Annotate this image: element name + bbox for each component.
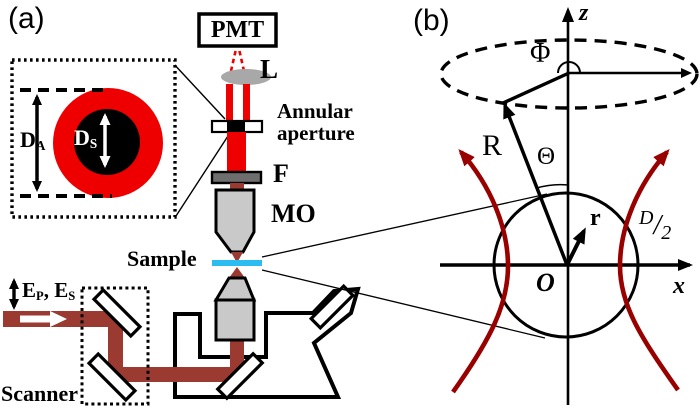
sphere-radius-label: R (482, 129, 503, 162)
theta-angle-arc (536, 183, 569, 189)
scanner-label: Scanner (1, 381, 78, 406)
scanner-vertical-beam (108, 316, 123, 376)
aperture-label-line2: aperture (277, 121, 355, 145)
origin-label: O (536, 268, 555, 297)
beam-edge-right-arrow (617, 148, 680, 392)
es-base: , E (43, 278, 69, 302)
beam-direction-arrow-icon (20, 311, 67, 327)
ds-sub: S (89, 135, 98, 151)
x-axis-label: x (673, 273, 685, 299)
aperture-label-line1: Annular (277, 99, 353, 123)
input-beam-label: EP, ES (22, 278, 76, 303)
pmt-label: PMT (210, 17, 265, 43)
magnification-line-lower (261, 269, 546, 339)
annular-beam-right (243, 84, 250, 122)
panel-a-label: (a) (8, 2, 45, 35)
panel-b-label: (b) (413, 4, 450, 37)
pmt-box (197, 12, 278, 48)
d2-numerator: D (639, 207, 654, 229)
filter-label: F (273, 159, 289, 188)
outer-diameter-label: DA (20, 127, 46, 153)
d2-slash: / (653, 210, 662, 241)
lens-label: L (260, 54, 279, 84)
projection-line (502, 71, 570, 105)
inner-diameter-label: DS (74, 125, 98, 151)
z-axis-label: z (579, 0, 589, 26)
da-base: D (20, 127, 36, 152)
filter (210, 170, 263, 185)
annular-beam-left (226, 84, 233, 122)
sample-label: Sample (127, 246, 197, 271)
focus-cone-upper (231, 252, 243, 263)
signal-beam (227, 132, 246, 173)
inset-pointer-line-bottom (175, 135, 229, 217)
position-vector-label: r (590, 205, 601, 231)
ep-base: E (22, 278, 37, 302)
d2-denominator: 2 (661, 222, 672, 244)
scanner-mirror-top (91, 287, 143, 339)
da-sub: A (35, 137, 46, 153)
focused-beam-dashed-left (229, 48, 238, 72)
filtered-beam (230, 183, 244, 191)
beam-edge-left-arrow (451, 148, 511, 394)
scanner-output-beam (112, 367, 244, 382)
focus-cone-lower (229, 267, 245, 278)
ep-sub: P (36, 288, 44, 303)
annular-aperture-block (227, 121, 245, 132)
sample-slide (212, 260, 262, 266)
fold-mirror (215, 351, 265, 401)
inset-pointer-line-top (171, 61, 226, 120)
phi-angle-arc (557, 61, 581, 74)
azimuth-dashed-ellipse (439, 38, 699, 110)
objective-upper (214, 188, 256, 254)
objective-label: MO (271, 199, 316, 228)
r-small-vector (565, 227, 586, 266)
scanner-dashed-box (80, 286, 150, 406)
scanner-mirror-bottom (86, 351, 138, 403)
magnification-line-upper (261, 193, 548, 258)
collection-lens (221, 69, 271, 85)
r-capital-vector (503, 102, 569, 266)
focal-sphere-circle (492, 191, 640, 339)
azimuthal-angle-label: Φ (530, 38, 551, 69)
beam-diameter-label: D/2 (639, 207, 671, 243)
objective-lower (213, 276, 257, 342)
ds-base: D (74, 125, 90, 150)
es-sub: S (68, 288, 76, 303)
polar-angle-label: Θ (537, 143, 556, 170)
focused-beam-dashed-right (237, 48, 246, 72)
